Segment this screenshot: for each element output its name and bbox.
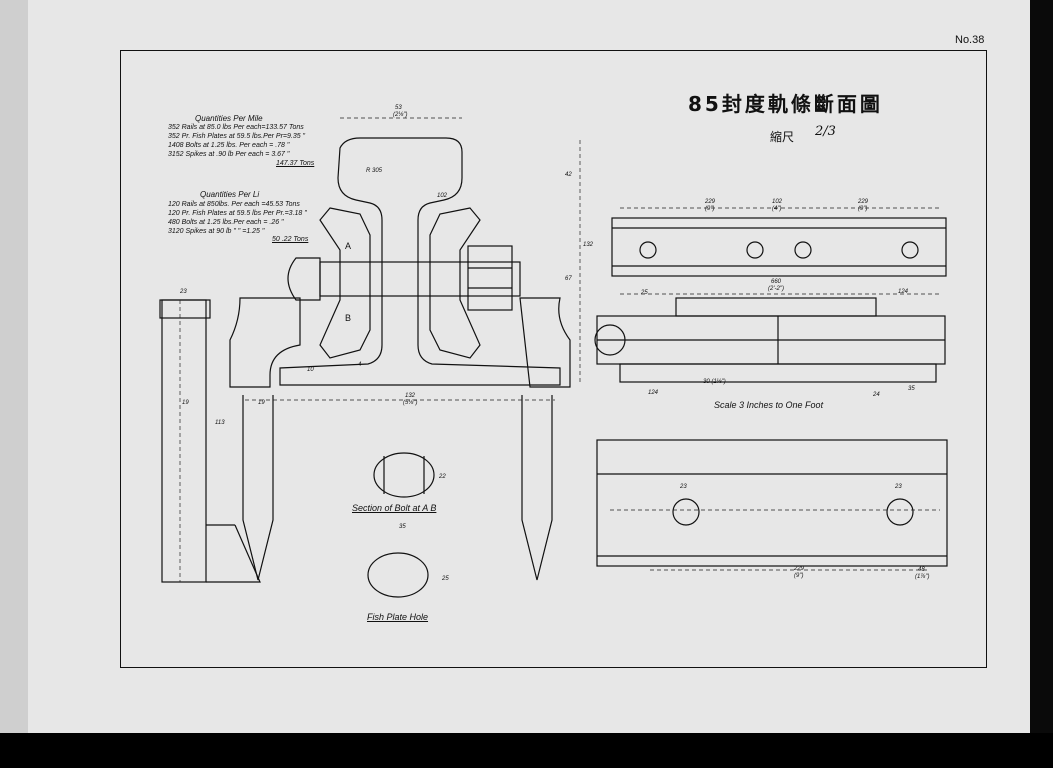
dim-spacing-102-in: (4") [772,206,782,212]
dim-bottom-48-in: (1⅞") [915,574,930,580]
bolt-nut [467,245,513,311]
dim-plate-length: 660 [771,279,782,285]
dim-102: 102 [437,193,448,199]
dim-bolt-hole-23b: 23 [895,484,902,490]
scan-bottom-edge [0,733,1053,768]
dim-35: 35 [908,386,915,392]
quantities-mile-total: 147.37 Tons [276,160,315,167]
dim-fish-hole-25: 25 [442,576,449,582]
dim-radius: R 305 [366,168,383,174]
scan-left-edge [0,0,28,733]
quantities-mile-heading: Quantities Per Mile [195,114,263,123]
quantities-li-line: 480 Bolts at 1.25 lbs.Per each = .26 " [168,219,284,226]
dim-top-width: 53 [395,105,402,111]
dim-124a: 124 [648,390,659,396]
scan-right-edge [1030,0,1053,733]
dim-plate-length-in: (2'-2") [768,286,784,292]
dim-19b: 19 [258,400,265,406]
dim-bolt-hole-23a: 23 [680,484,687,490]
drawing-title: 85封度軌條斷面圖 [688,92,883,116]
dim-spacing-229a: 229 [705,199,716,205]
dim-top-width-in: (2⅛") [393,112,408,118]
spike-side [161,299,207,583]
dim-spacing-229b-in: (9") [858,206,868,212]
scale-label: 縮尺 [770,130,795,144]
tie-right [519,297,571,388]
quantities-mile-line: 1408 Bolts at 1.25 lbs. Per each = .78 " [168,142,290,149]
quantities-li-total: 50 .22 Tons [272,236,309,243]
spike-right [521,395,553,581]
elevation-rail [611,217,947,277]
quantities-mile-line: 352 Rails at 85.0 lbs Per each=133.57 To… [168,124,304,131]
dim-67: 67 [565,276,572,282]
dim-base-width: 132 [405,393,416,399]
quantities-li-line: 120 Pr. Fish Plates at 59.5 lbs Per Pr.=… [168,210,307,217]
dim-base-width-in: (5⅛") [403,400,418,406]
dim-19a: 19 [182,400,189,406]
quantities-mile-line: 352 Pr. Fish Plates at 59.5 lbs.Per Pr=9… [168,133,306,140]
dim-24: 24 [873,392,880,398]
spike-left [242,395,274,581]
dim-height-132: 132 [583,242,594,248]
quantities-li-heading: Quantities Per Li [200,190,260,199]
dim-spacing-229b: 229 [858,199,869,205]
dim-25: 25 [641,290,648,296]
caption-scale-note: Scale 3 Inches to One Foot [714,400,824,410]
bottom-view [596,439,948,567]
tie-left [229,297,301,388]
scale-value: 2/3 [815,124,836,139]
sheet-number: No.38 [955,34,985,46]
bolt-head [287,257,321,301]
dim-bottom-48: 48 [918,567,925,573]
fish-plate-right [429,207,481,359]
dim-42: 42 [565,172,572,178]
dim-bolt-section-22: 22 [439,474,446,480]
quantities-li-line: 3120 Spikes at 90 lb " " =1.25 " [168,228,265,235]
dim-10: 10 [307,367,314,373]
dim-4: 4 [358,362,362,368]
dim-bottom-229-in: (9") [794,573,804,579]
rail-head [279,137,561,386]
dim-spike-23: 23 [180,289,187,295]
fish-plate-left [319,207,371,359]
drawing-border [120,50,987,668]
quantities-mile-line: 3152 Spikes at .90 lb Per each = 3.67 " [168,151,290,158]
dim-fish-hole-35: 35 [399,524,406,530]
point-label-b: B [345,313,352,323]
caption-bolt-section: Section of Bolt at A B [352,503,437,513]
point-label-a: A [345,241,352,251]
fish-plate-hole [367,552,429,598]
dim-height-113: 113 [215,420,225,426]
bolt-shank [319,261,521,297]
dim-bottom-229: 229 [794,566,805,572]
bolt-section [373,452,435,498]
caption-fish-plate-hole: Fish Plate Hole [367,612,429,622]
dim-spacing-102: 102 [772,199,783,205]
quantities-li-line: 120 Rails at 850lbs. Per each =45.53 Ton… [168,201,300,208]
dim-spacing-229a-in: (9") [705,206,715,212]
dim-124b: 124 [898,289,909,295]
